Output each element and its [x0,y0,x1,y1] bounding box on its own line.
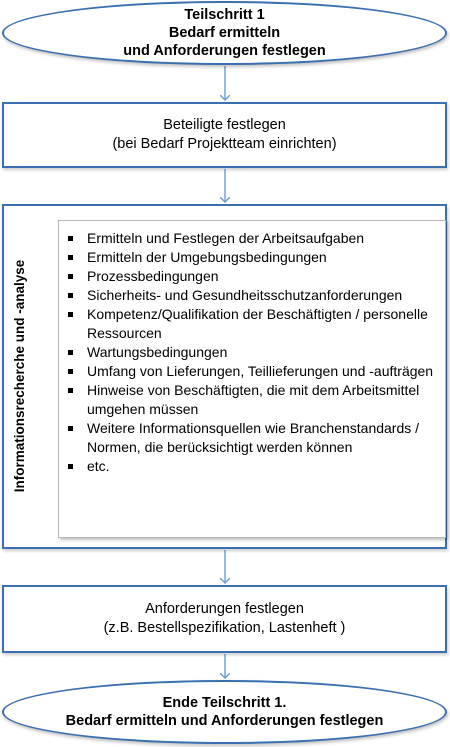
start-line: Bedarf ermitteln [168,25,281,41]
start-line: und Anforderungen festlegen [123,43,326,59]
bullet-icon [68,312,73,317]
research-label: Informationsrecherche und -analyse [12,259,27,493]
research-items-panel: Ermitteln und Festlegen der Arbeitsaufga… [58,220,446,538]
bullet-icon [68,350,73,355]
start-line: Teilschritt 1 [184,7,265,23]
list-item-text: Wartungsbedingungen [87,344,228,360]
bullet-icon [68,388,73,393]
start-terminal: Teilschritt 1 Bedarf ermitteln und Anfor… [2,1,447,65]
step-participants-box: Beteiligte festlegen (bei Bedarf Projekt… [2,102,447,168]
list-item-text: Weitere Informationsquellen wie Branchen… [87,420,420,455]
research-items-list: Ermitteln und Festlegen der Arbeitsaufga… [59,221,445,476]
list-item: Weitere Informationsquellen wie Branchen… [59,419,445,457]
list-item: Wartungsbedingungen [59,343,445,362]
list-item-text: Umfang von Lieferungen, Teillieferungen … [87,363,434,379]
bullet-icon [68,236,73,241]
bullet-icon [68,274,73,279]
bullet-icon [68,293,73,298]
list-item: Ermitteln der Umgebungsbedingungen [59,248,445,267]
list-item: etc. [59,457,445,476]
list-item-text: Prozessbedingungen [87,268,219,284]
step-participants-note: (bei Bedarf Projektteam einrichten) [112,136,337,152]
list-item: Umfang von Lieferungen, Teillieferungen … [59,362,445,381]
end-line: Ende Teilschritt 1. [162,695,287,711]
list-item-text: etc. [87,458,110,474]
end-terminal: Ende Teilschritt 1. Bedarf ermitteln und… [2,680,447,744]
step-requirements-title: Anforderungen festlegen [145,601,304,617]
bullet-icon [68,255,73,260]
list-item-text: Kompetenz/Qualifikation der Beschäftigte… [87,306,428,341]
end-line: Bedarf ermitteln und Anforderungen festl… [65,713,384,729]
list-item: Kompetenz/Qualifikation der Beschäftigte… [59,305,445,343]
step-requirements-box: Anforderungen festlegen (z.B. Bestellspe… [2,585,447,653]
list-item-text: Hinweise von Beschäftigten, die mit dem … [87,382,420,417]
bullet-icon [68,426,73,431]
step-participants-title: Beteiligte festlegen [163,117,286,133]
step-requirements-note: (z.B. Bestellspezifikation, Lastenheft ) [103,620,346,636]
bullet-icon [68,464,73,469]
list-item: Ermitteln und Festlegen der Arbeitsaufga… [59,229,445,248]
list-item: Sicherheits- und Gesundheitsschutzanford… [59,286,445,305]
list-item-text: Ermitteln der Umgebungsbedingungen [87,249,327,265]
list-item: Hinweise von Beschäftigten, die mit dem … [59,381,445,419]
list-item-text: Sicherheits- und Gesundheitsschutzanford… [87,287,403,303]
list-item: Prozessbedingungen [59,267,445,286]
bullet-icon [68,369,73,374]
list-item-text: Ermitteln und Festlegen der Arbeitsaufga… [87,230,365,246]
